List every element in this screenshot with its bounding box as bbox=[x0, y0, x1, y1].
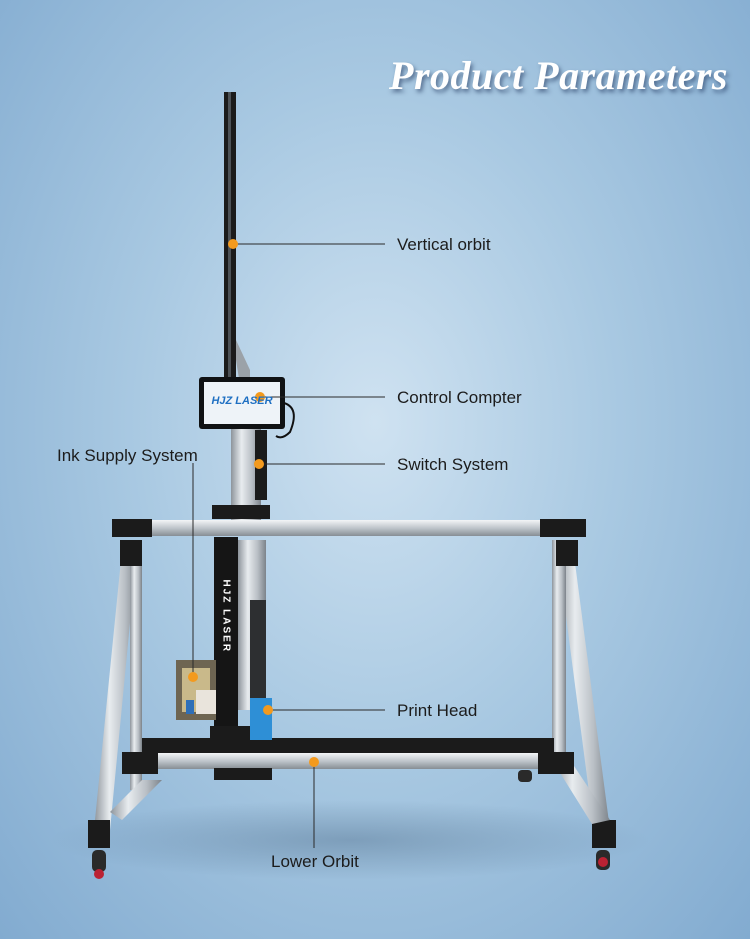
leader-lines bbox=[192, 243, 385, 848]
label-lower-orbit: Lower Orbit bbox=[271, 852, 359, 871]
vertical-orbit-mast bbox=[212, 92, 270, 520]
column-brand-text: HJZ LASER bbox=[220, 579, 232, 654]
top-beam bbox=[112, 519, 586, 537]
right-a-frame bbox=[518, 540, 616, 870]
label-control-computer: Control Compter bbox=[397, 388, 522, 407]
lower-orbit-rail bbox=[122, 738, 574, 780]
control-monitor bbox=[199, 377, 295, 439]
ink-supply-assembly bbox=[176, 660, 216, 720]
screen-brand-logo: HJZ LASER bbox=[211, 395, 273, 407]
marker-vertical-orbit bbox=[228, 239, 238, 249]
marker-print-head bbox=[263, 705, 273, 715]
floor-shadow bbox=[50, 800, 650, 880]
label-ink-supply-system: Ink Supply System bbox=[57, 446, 198, 465]
marker-ink-supply bbox=[188, 672, 198, 682]
label-print-head: Print Head bbox=[397, 701, 478, 720]
marker-switch-system bbox=[254, 459, 264, 469]
marker-lower-orbit bbox=[309, 757, 319, 767]
page-title: Product Parameters bbox=[389, 53, 728, 98]
label-vertical-orbit: Vertical orbit bbox=[397, 235, 491, 254]
label-switch-system: Switch System bbox=[397, 455, 509, 474]
left-a-frame bbox=[88, 540, 162, 879]
marker-control-computer bbox=[255, 392, 265, 402]
